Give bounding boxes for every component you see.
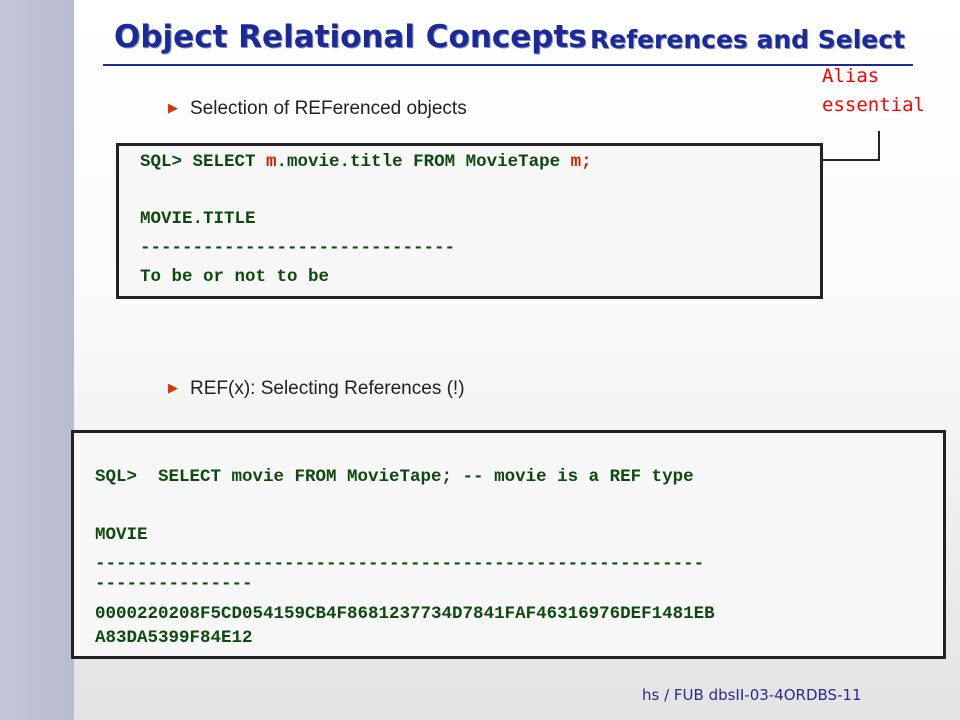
alias-annotation-line2: essential <box>822 94 925 116</box>
slide-subtitle: References and Select <box>590 25 906 54</box>
sql-query-end: ; <box>581 152 592 172</box>
bullet-selection-of-referenced-objects: ▶ Selection of REFerenced objects <box>168 98 467 120</box>
result-value-continued: A83DA5399F84E12 <box>95 628 253 648</box>
result-separator: ------------------------------ <box>140 238 456 258</box>
result-column-header: MOVIE.TITLE <box>140 209 256 229</box>
alias-annotation: Alias essential <box>822 62 925 120</box>
slide-title: Object Relational Concepts <box>114 19 587 55</box>
result-value: 0000220208F5CD054159CB4F8681237734D7841F… <box>95 604 715 624</box>
slide-footer: hs / FUB dbsII-03-4ORDBS-11 <box>642 686 862 704</box>
code-block-select-ref: SQL> SELECT movie FROM MovieTape; -- mov… <box>71 430 946 659</box>
title-underline <box>103 64 913 66</box>
result-value: To be or not to be <box>140 267 330 287</box>
triangle-right-icon: ▶ <box>168 100 178 115</box>
sql-query-line: SQL> SELECT movie FROM MovieTape; -- mov… <box>95 467 694 487</box>
slide-sidebar <box>0 0 74 720</box>
result-separator-continued: --------------- <box>95 574 253 594</box>
bullet-text: Selection of REFerenced objects <box>190 98 467 119</box>
sql-query-prefix: SQL> SELECT <box>140 152 267 172</box>
sql-query-middle: .movie.title FROM MovieTape <box>276 152 571 172</box>
bullet-ref-selecting-references: ▶ REF(x): Selecting References (!) <box>168 378 465 400</box>
sql-query-line: SQL> SELECT m.movie.title FROM MovieTape… <box>140 152 592 172</box>
result-column-header: MOVIE <box>95 525 148 545</box>
bullet-text: REF(x): Selecting References (!) <box>190 378 465 399</box>
sql-alias-highlight: m <box>570 152 582 172</box>
triangle-right-icon: ▶ <box>168 380 178 395</box>
sql-alias-highlight: m <box>266 152 277 172</box>
alias-annotation-line1: Alias <box>822 65 880 87</box>
result-separator: ----------------------------------------… <box>95 554 705 574</box>
code-block-select-alias: SQL> SELECT m.movie.title FROM MovieTape… <box>116 143 823 299</box>
